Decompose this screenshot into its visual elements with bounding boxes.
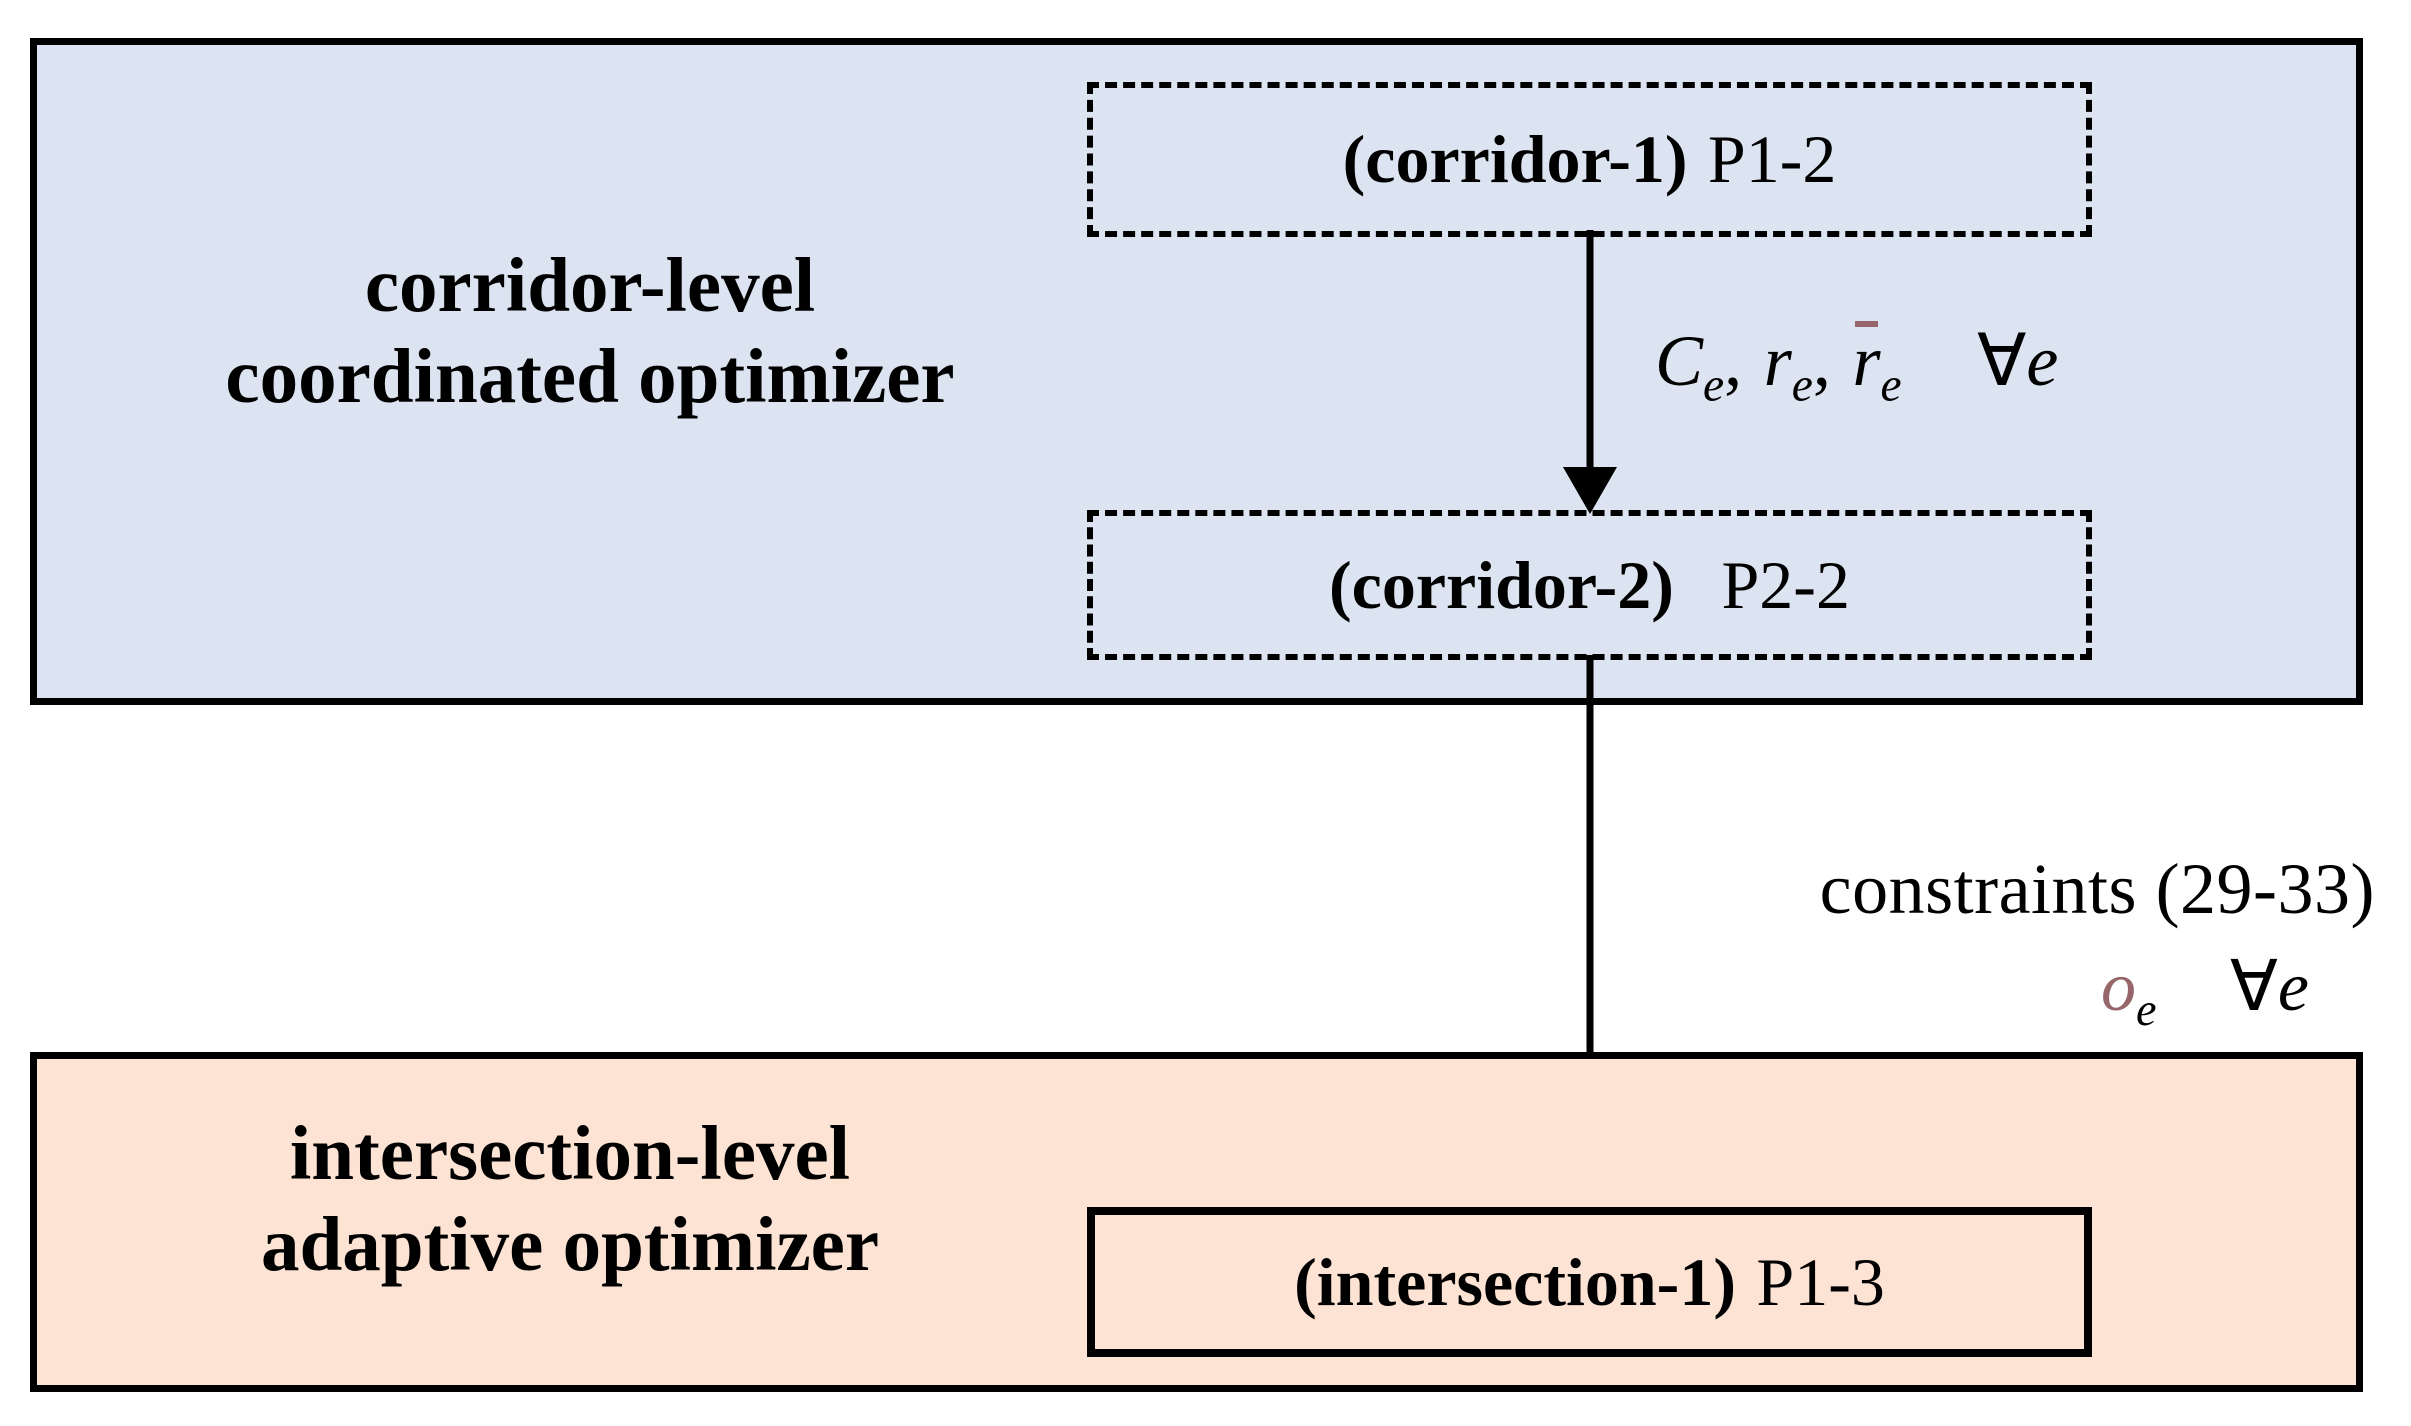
comma-1: , <box>1724 321 1743 401</box>
symbol-C-subscript: e <box>1703 359 1725 412</box>
node-corridor-2[interactable]: (corridor-2) P2-2 <box>1087 510 2092 660</box>
symbol-r-subscript: e <box>1791 359 1813 412</box>
node-intersection-1[interactable]: (intersection-1) P1-3 <box>1087 1207 2092 1357</box>
corridor-label-line-1: corridor-level <box>364 242 816 328</box>
corridor-level-panel <box>30 38 2363 705</box>
node-corridor-1-problem: P1-2 <box>1707 121 1837 197</box>
overbar-accent <box>1854 321 1879 328</box>
intersection-level-panel <box>30 1052 2363 1392</box>
constraints-symbols: oe∀e <box>1655 945 2375 1033</box>
symbol-o: o <box>2101 949 2137 1026</box>
intersection-label-line-1: intersection-level <box>289 1110 851 1196</box>
node-corridor-1-tag: (corridor-1) <box>1342 121 1688 197</box>
intersection-label-line-2: adaptive optimizer <box>260 1200 880 1287</box>
symbol-r: r <box>1763 321 1792 401</box>
node-corridor-2-tag: (corridor-2) <box>1329 546 1674 623</box>
node-intersection-1-tag: (intersection-1) <box>1294 1243 1736 1320</box>
symbol-o-subscript: e <box>2136 984 2157 1035</box>
node-corridor-2-problem: P2-2 <box>1721 546 1850 623</box>
node-corridor-1[interactable]: (corridor-1) P1-2 <box>1087 82 2092 237</box>
comma-2: , <box>1812 321 1831 401</box>
edge-label-corridor-variables: Ce,re,re∀e <box>1655 318 2059 409</box>
forall-variable-2: e <box>2277 949 2309 1026</box>
symbol-r-bar-subscript: e <box>1880 359 1902 412</box>
symbol-r-bar: r <box>1852 321 1881 401</box>
arrow-corridor1-to-corridor2 <box>1563 230 1617 514</box>
forall-quantifier-2: ∀ <box>2230 945 2278 1027</box>
forall-variable-1: e <box>2026 321 2059 401</box>
corridor-level-panel-label: corridor-level coordinated optimizer <box>90 240 1090 422</box>
node-intersection-1-problem: P1-3 <box>1756 1243 1885 1320</box>
forall-quantifier-1: ∀ <box>1977 318 2027 402</box>
intersection-level-panel-label: intersection-level adaptive optimizer <box>60 1108 1080 1290</box>
constraints-text: constraints (29-33) <box>1819 849 2375 929</box>
corridor-label-line-2: coordinated optimizer <box>225 332 955 419</box>
symbol-C: C <box>1655 321 1704 401</box>
edge-label-intersection-constraints: constraints (29-33) oe∀e <box>1655 848 2375 1033</box>
